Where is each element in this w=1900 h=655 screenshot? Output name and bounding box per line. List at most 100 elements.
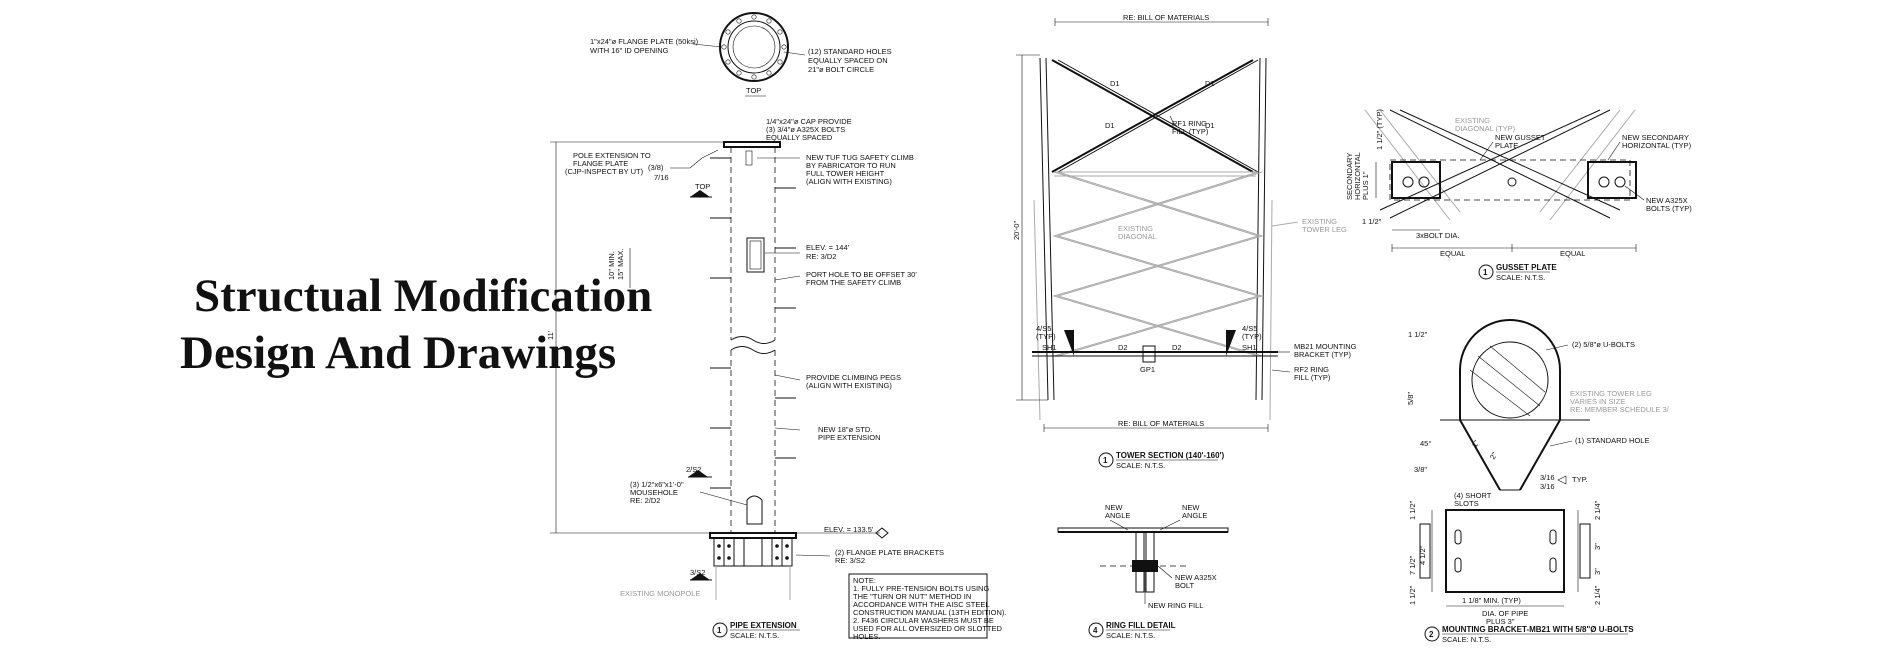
right-dim-3: 3": [1593, 568, 1602, 575]
existing-diagonal-label-2: DIAGONAL: [1118, 232, 1157, 241]
note-title: NOTE:: [853, 576, 876, 585]
flange-inner-circle: [727, 20, 781, 74]
note-line-6: USED FOR ALL OVERSIZED OR SLOTTED: [853, 624, 1003, 633]
ring-scale: SCALE: N.T.S.: [1106, 631, 1155, 640]
bracket-title-num: 2: [1429, 630, 1434, 639]
note-line-7: HOLES.: [853, 632, 881, 641]
detail-number: 1: [717, 626, 722, 635]
rf1-label: RF1 RING: [1172, 119, 1207, 128]
ref-2-s2: 2/S2: [686, 465, 701, 474]
mb21-label: MB21 MOUNTING: [1294, 342, 1357, 351]
d1-label-3: D1: [1105, 121, 1115, 130]
flange-plate-outline: [719, 12, 789, 82]
pole-ext-label-3: (CJP-INSPECT BY UT): [565, 167, 644, 176]
mousehole-label: (3) 1/2"x6"x1'-0": [630, 480, 684, 489]
leg-label: EXISTING TOWER LEG: [1570, 389, 1652, 398]
note-line-5: 2. F436 CIRCULAR WASHERS MUST BE: [853, 616, 994, 625]
brackets-label-2: RE: 3/S2: [835, 556, 865, 565]
bracket-plate: [1445, 509, 1565, 593]
existing-leg-label: EXISTING: [1302, 217, 1337, 226]
base-flange: [709, 532, 797, 539]
height-dim-label: 11': [546, 330, 555, 340]
gusset-title-num: 1: [1483, 268, 1488, 277]
bom-top-label: RE: BILL OF MATERIALS: [1123, 13, 1209, 22]
left-dim-2: 7 1/2": [1408, 555, 1417, 575]
flange-bolt-holes: [721, 14, 787, 80]
ref-3-s2: 3/S2: [690, 568, 705, 577]
detail-scale: SCALE: N.T.S.: [730, 631, 779, 640]
top-dim-label: 1 1/2" (TYP): [1375, 108, 1384, 150]
slots-label-2: SLOTS: [1454, 499, 1479, 508]
u-bolt: [1459, 319, 1561, 420]
secondary-label-2: HORIZONTAL: [1353, 152, 1362, 200]
gusset-plate-detail: EXISTING DIAGONAL (TYP) NEW GUSSET PLATE…: [1345, 108, 1692, 282]
flange-plate-label-2: WITH 16" ID OPENING: [590, 46, 669, 55]
tower-title-num: 1: [1103, 456, 1108, 465]
holes-label: (12) STANDARD HOLES: [808, 47, 892, 56]
mousehole-label-3: RE: 2/D2: [630, 496, 660, 505]
detail-title: PIPE EXTENSION: [730, 621, 797, 630]
bottom-dim-1: 1 1/8" MIN. (TYP): [1462, 596, 1521, 605]
flange-brackets: [713, 537, 793, 567]
climbing-pegs-label: PROVIDE CLIMBING PEGS: [806, 373, 901, 382]
std-hole-label: (1) STANDARD HOLE: [1575, 436, 1649, 445]
new-bolts-label-2: BOLTS (TYP): [1646, 204, 1692, 213]
note-line-1: 1. FULLY PRE-TENSION BOLTS USING: [853, 584, 989, 593]
left-plate: [1391, 161, 1441, 199]
gp1-label: GP1: [1140, 365, 1155, 374]
new-secondary-label: NEW SECONDARY: [1622, 133, 1689, 142]
existing-lattice: [1052, 171, 1264, 357]
dim-min-label: 10" MIN.: [607, 251, 616, 280]
leg-label-3: RE: MEMBER SCHEDULE 3/: [1570, 405, 1670, 414]
rf2-label: RF2 RING: [1294, 365, 1329, 374]
mousehole-label-2: MOUSEHOLE: [630, 488, 678, 497]
dim-38-label: 3/8": [1414, 465, 1427, 474]
new-bolts-label: NEW A325X: [1646, 196, 1688, 205]
new-angle-right-2: ANGLE: [1182, 511, 1207, 520]
cap-label-2: (3) 3/4"ø A325X BOLTS: [766, 125, 845, 134]
bracket-slots: [1454, 529, 1557, 573]
secondary-label: SECONDARY: [1345, 153, 1354, 200]
right-dim-4: 2 1/4": [1593, 585, 1602, 605]
safety-climb-label: NEW TUF TUG SAFETY CLIMB: [806, 153, 914, 162]
ring-fill-label: NEW RING FILL: [1148, 601, 1203, 610]
holes-label-2: EQUALLY SPACED ON: [808, 56, 888, 65]
note-line-4: CONSTRUCTION MANUAL (13TH EDITION).: [853, 608, 1006, 617]
weld-size-label-2: 7/16: [654, 173, 669, 182]
gusset-scale: SCALE: N.T.S.: [1496, 273, 1545, 282]
tower-height-label: 20'-0": [1012, 221, 1021, 240]
hero-title-line-2: Design And Drawings: [180, 327, 617, 379]
weld-top: 3/16: [1540, 473, 1555, 482]
bottom-dim-2: DIA. OF PIPE: [1482, 609, 1528, 618]
weld-size-label: (3/8): [648, 163, 664, 172]
leg-label-2: VARIES IN SIZE: [1570, 397, 1625, 406]
mounting-bracket-detail: 1 1/2" (2) 5/8"ø U-BOLTS EXISTING TOWER …: [1406, 319, 1670, 644]
existing-diagonal-label-2: DIAGONAL (TYP): [1455, 124, 1516, 133]
ring-title-num: 4: [1093, 626, 1098, 635]
new-angle-right: NEW: [1182, 503, 1200, 512]
hero-title-line-1: Structual Modification: [194, 270, 653, 322]
note-line-3: ACCORDANCE WITH THE AISC STEEL: [853, 600, 990, 609]
cap-label-3: EQUALLY SPACED: [766, 133, 833, 142]
left-dim-4: 1 1/2": [1408, 585, 1417, 605]
right-dim-1: 2 1/4": [1593, 500, 1602, 520]
s5-left-2: (TYP): [1036, 332, 1056, 341]
elevation-diamond: [875, 527, 889, 539]
mb21-label-2: BRACKET (TYP): [1294, 350, 1351, 359]
cap-label: 1/4"x24"ø CAP PROVIDE: [766, 117, 852, 126]
s5-right-2: (TYP): [1242, 332, 1262, 341]
top-marker-label: TOP: [695, 182, 710, 191]
dim-58-label: 5/8": [1406, 392, 1415, 405]
dim-max-label: 15" MAX.: [616, 249, 625, 280]
deg-label: 45°: [1420, 439, 1431, 448]
gusset-bolts: [1402, 176, 1626, 188]
new-gusset-label-2: PLATE: [1495, 141, 1518, 150]
bracket-scale: SCALE: N.T.S.: [1442, 635, 1491, 644]
elev-bottom-label: ELEV. = 133.5': [824, 525, 874, 534]
equal-label-1: EQUAL: [1440, 249, 1465, 258]
secondary-label-3: PLUS 1": [1361, 171, 1370, 200]
left-dim-3: 4 1/2": [1418, 545, 1427, 565]
dim-2-label: 2": [1488, 450, 1499, 461]
